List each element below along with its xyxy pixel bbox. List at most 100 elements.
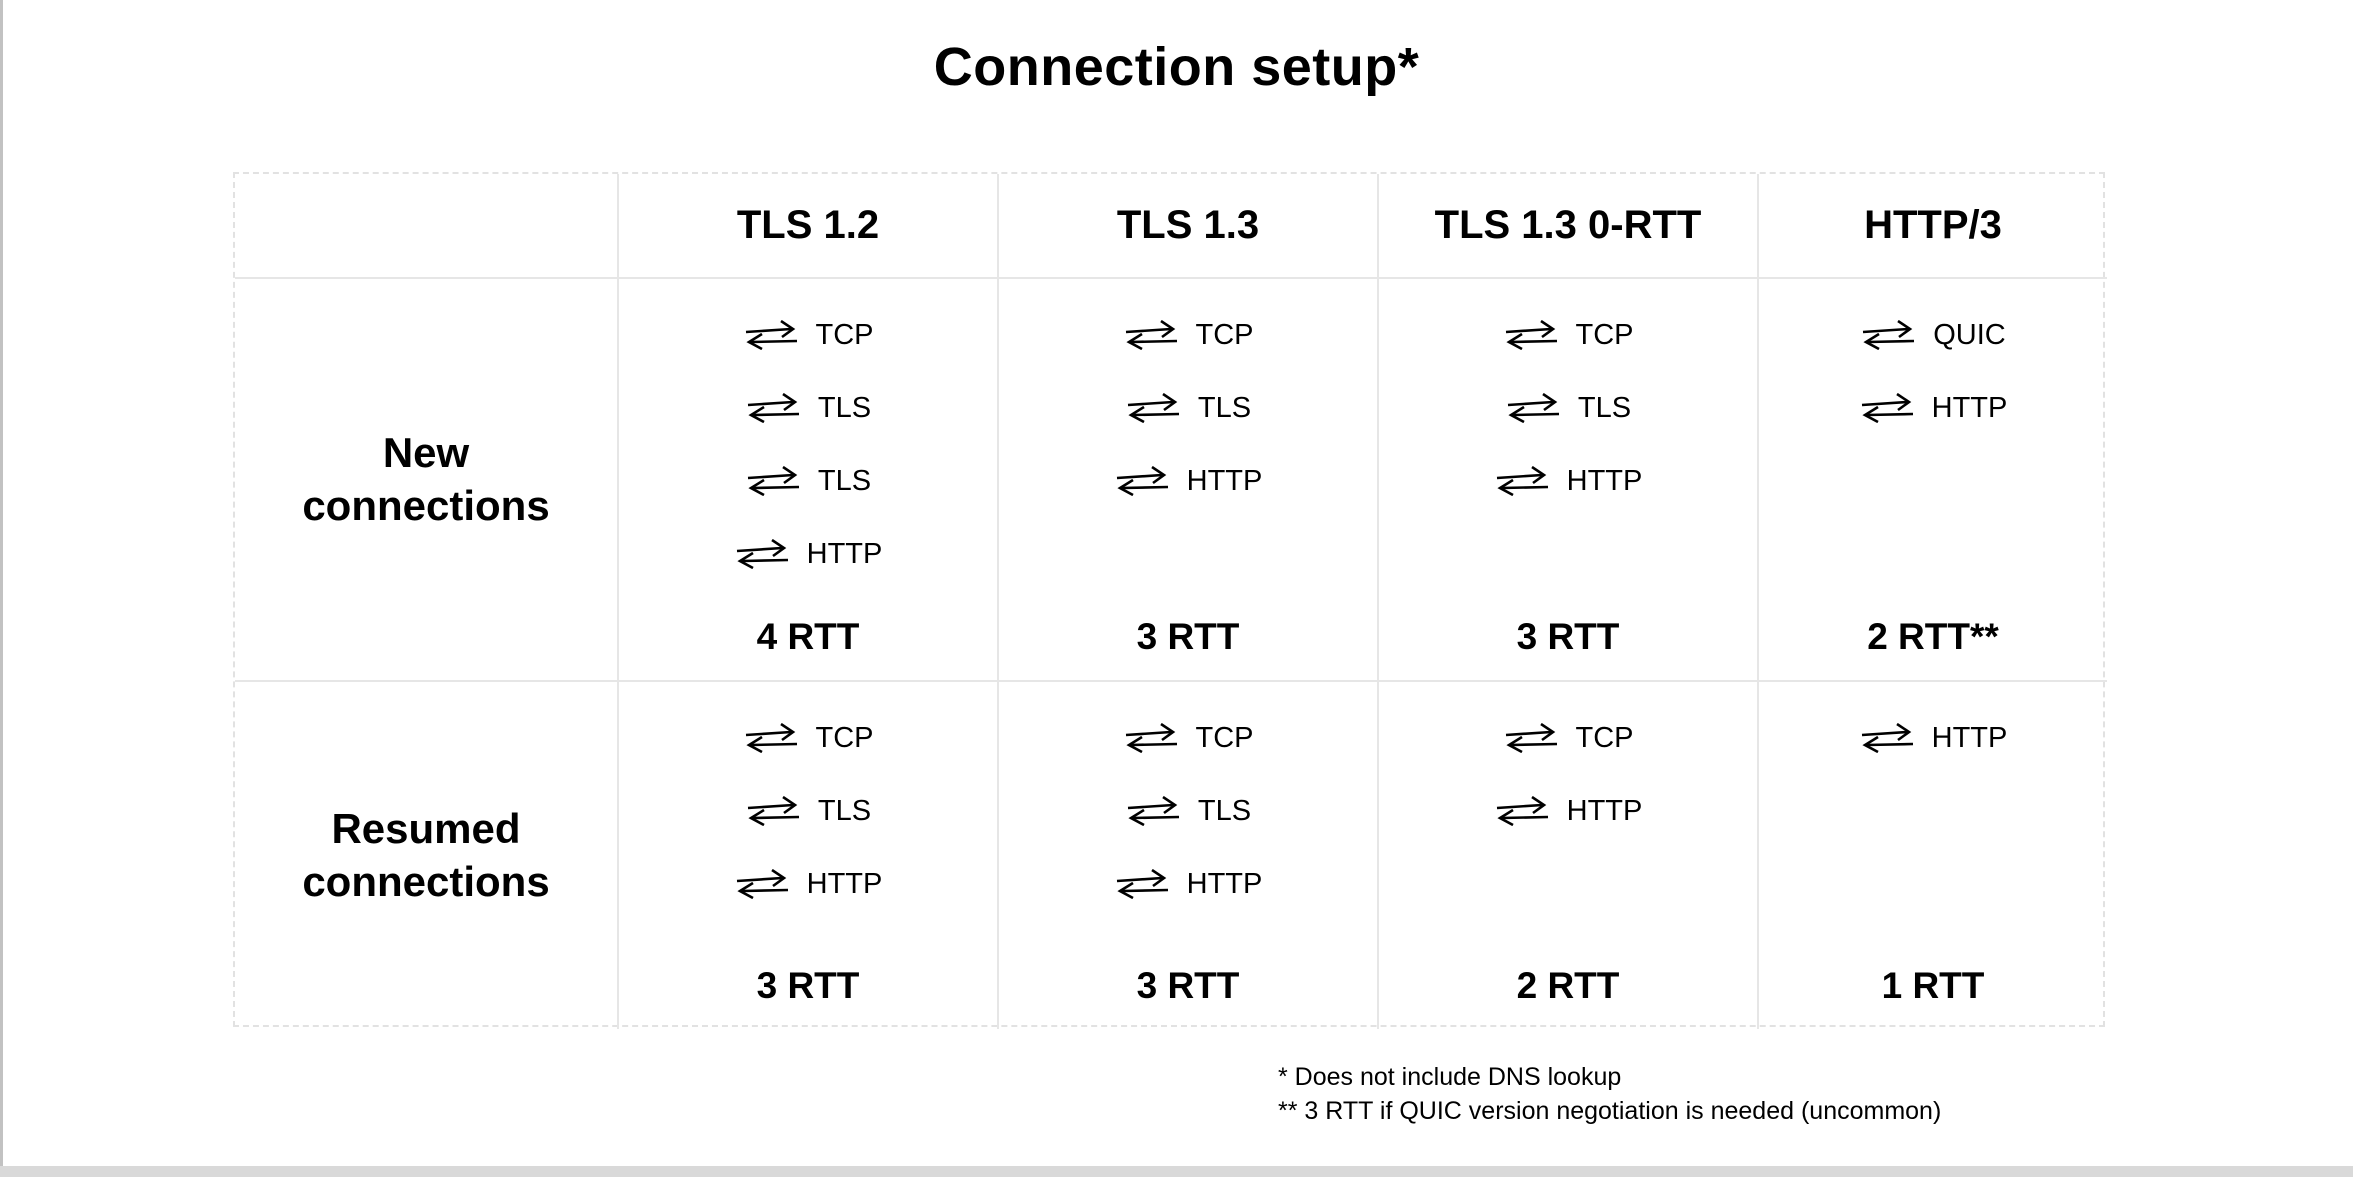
page-title: Connection setup*	[933, 37, 1420, 97]
protocol-exchange-step: HTTP	[1114, 464, 1263, 497]
exchange-arrows-icon	[1116, 869, 1168, 899]
cell-resumed-http3: HTTP 1 RTT	[1759, 682, 2107, 1029]
exchange-arrows-icon	[1116, 466, 1168, 496]
footnotes: * Does not include DNS lookup ** 3 RTT i…	[1278, 1060, 1941, 1128]
protocol-label: QUIC	[1933, 318, 2006, 351]
protocol-label: TLS	[1197, 391, 1252, 424]
exchange-arrows-icon	[747, 393, 799, 423]
exchange-arrows-icon	[1861, 723, 1913, 753]
rtt-count: 1 RTT	[1881, 965, 1985, 1006]
protocol-exchange-step: QUIC	[1860, 319, 2006, 351]
footnote-dns: * Does not include DNS lookup	[1278, 1063, 1622, 1091]
cell-resumed-tls13: TCP TLS HTTP 3 RTT	[999, 682, 1379, 1029]
window-bottom-bar	[0, 1166, 2353, 1177]
protocol-label: HTTP	[806, 537, 883, 570]
exchange-arrows-icon	[1507, 393, 1559, 423]
exchange-arrows-icon	[745, 723, 797, 753]
header-cell-empty	[235, 174, 619, 279]
step-list: TCP TLS HTTP	[999, 682, 1377, 900]
protocol-label: TCP	[815, 721, 874, 754]
protocol-exchange-step: TLS	[1125, 392, 1251, 424]
row-label-resumed-connections: Resumed connections	[235, 682, 619, 1029]
exchange-arrows-icon	[1127, 796, 1179, 826]
cell-resumed-tls12: TCP TLS HTTP 3 RTT	[619, 682, 999, 1029]
step-list: TCP TLS HTTP	[999, 279, 1377, 497]
exchange-arrows-icon	[736, 869, 788, 899]
rtt-count: 2 RTT	[1516, 965, 1620, 1006]
exchange-arrows-icon	[745, 320, 797, 350]
cell-resumed-tls13-0rtt: TCP HTTP 2 RTT	[1379, 682, 1759, 1029]
protocol-label: TLS	[817, 464, 872, 497]
window-left-edge	[0, 0, 3, 1177]
protocol-exchange-step: TLS	[745, 465, 871, 497]
protocol-exchange-step: HTTP	[734, 867, 883, 900]
protocol-exchange-step: TCP	[743, 722, 874, 754]
header-cell-tls13-0rtt: TLS 1.3 0-RTT	[1379, 174, 1759, 279]
step-list: TCP TLS HTTP	[619, 682, 997, 900]
protocol-exchange-step: TCP	[1123, 319, 1254, 351]
step-list: QUIC HTTP	[1759, 279, 2107, 424]
row-label-new-connections: New connections	[235, 279, 619, 682]
protocol-label: TCP	[1575, 318, 1634, 351]
footnote-quic-negotiation: ** 3 RTT if QUIC version negotiation is …	[1278, 1097, 1942, 1125]
protocol-exchange-step: TCP	[1123, 722, 1254, 754]
protocol-label: HTTP	[1186, 867, 1263, 900]
protocol-label: TLS	[817, 794, 872, 827]
protocol-label: TLS	[1577, 391, 1632, 424]
protocol-label: HTTP	[1566, 464, 1643, 497]
protocol-label: TCP	[1195, 721, 1254, 754]
protocol-label: HTTP	[806, 867, 883, 900]
exchange-arrows-icon	[736, 539, 788, 569]
rtt-count: 2 RTT**	[1867, 616, 1999, 657]
protocol-label: HTTP	[1931, 721, 2008, 754]
protocol-label: TCP	[815, 318, 874, 351]
rtt-count: 3 RTT	[1136, 965, 1240, 1006]
protocol-exchange-step: HTTP	[1114, 867, 1263, 900]
exchange-arrows-icon	[747, 796, 799, 826]
protocol-label: TCP	[1575, 721, 1634, 754]
header-cell-http3: HTTP/3	[1759, 174, 2107, 279]
protocol-label: TLS	[817, 391, 872, 424]
step-list: TCP HTTP	[1379, 682, 1757, 827]
protocol-label: TCP	[1195, 318, 1254, 351]
cell-new-tls12: TCP TLS TLS HTTP 4 RTT	[619, 279, 999, 682]
rtt-count: 4 RTT	[756, 616, 860, 657]
step-list: TCP TLS TLS HTTP	[619, 279, 997, 570]
rtt-count: 3 RTT	[1516, 616, 1620, 657]
rtt-count: 3 RTT	[756, 965, 860, 1006]
protocol-exchange-step: TLS	[1125, 795, 1251, 827]
rtt-count: 3 RTT	[1136, 616, 1240, 657]
exchange-arrows-icon	[1505, 723, 1557, 753]
step-list: TCP TLS HTTP	[1379, 279, 1757, 497]
protocol-exchange-step: HTTP	[1494, 464, 1643, 497]
protocol-exchange-step: TLS	[1505, 392, 1631, 424]
protocol-exchange-step: HTTP	[1859, 721, 2008, 754]
exchange-arrows-icon	[1127, 393, 1179, 423]
protocol-exchange-step: TCP	[743, 319, 874, 351]
exchange-arrows-icon	[1496, 466, 1548, 496]
exchange-arrows-icon	[1496, 796, 1548, 826]
step-list: HTTP	[1759, 682, 2107, 754]
exchange-arrows-icon	[1861, 393, 1913, 423]
protocol-exchange-step: TCP	[1503, 722, 1634, 754]
protocol-exchange-step: HTTP	[1859, 392, 2007, 424]
header-cell-tls12: TLS 1.2	[619, 174, 999, 279]
protocol-exchange-step: TLS	[745, 795, 871, 827]
exchange-arrows-icon	[1863, 320, 1915, 350]
exchange-arrows-icon	[1125, 723, 1177, 753]
protocol-exchange-step: TLS	[745, 392, 871, 424]
header-cell-tls13: TLS 1.3	[999, 174, 1379, 279]
protocol-exchange-step: HTTP	[734, 537, 883, 570]
exchange-arrows-icon	[1505, 320, 1557, 350]
exchange-arrows-icon	[1125, 320, 1177, 350]
cell-new-http3: QUIC HTTP 2 RTT**	[1759, 279, 2107, 682]
cell-new-tls13: TCP TLS HTTP 3 RTT	[999, 279, 1379, 682]
protocol-label: TLS	[1197, 794, 1252, 827]
connection-setup-table: TLS 1.2 TLS 1.3 TLS 1.3 0-RTT HTTP/3 New…	[233, 172, 2107, 1029]
protocol-exchange-step: TCP	[1503, 319, 1634, 351]
protocol-label: HTTP	[1186, 464, 1263, 497]
exchange-arrows-icon	[747, 466, 799, 496]
protocol-label: HTTP	[1566, 794, 1643, 827]
cell-new-tls13-0rtt: TCP TLS HTTP 3 RTT	[1379, 279, 1759, 682]
protocol-exchange-step: HTTP	[1494, 794, 1643, 827]
